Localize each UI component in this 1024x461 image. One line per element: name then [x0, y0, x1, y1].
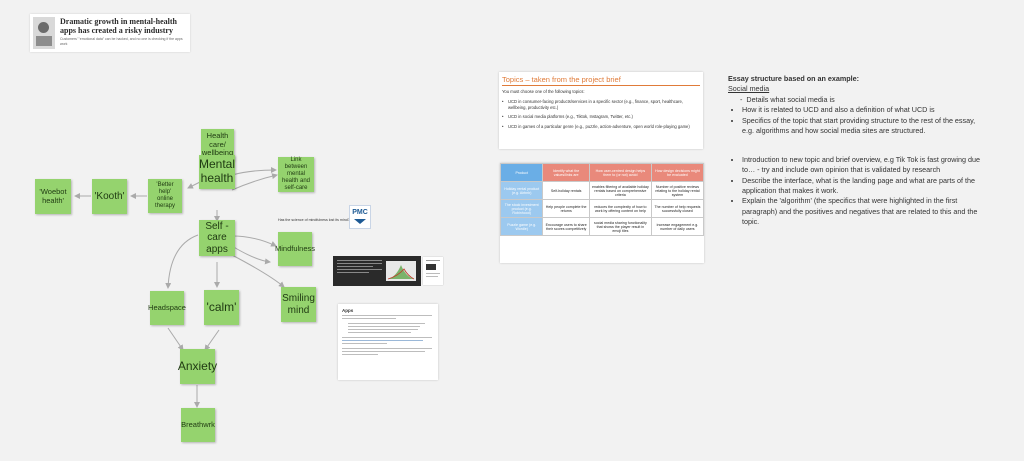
research-thumbnail[interactable] — [333, 256, 421, 286]
sticky-self-care[interactable]: Self - care apps — [199, 220, 235, 256]
table-header-1: Product — [499, 163, 544, 182]
table-cell: increase engagement e.g. number of daily… — [650, 217, 705, 236]
table-header-2: Identify what the values/links are — [542, 163, 590, 182]
research-side-card[interactable] — [423, 257, 443, 285]
brief-title-rule — [502, 85, 700, 86]
brief-topic-1: UCD in consumer-facing products/services… — [508, 99, 684, 110]
essay-bullets-2: Introduction to new topic and brief over… — [728, 155, 988, 228]
essay-structure[interactable]: Essay structure based on an example: Soc… — [728, 74, 988, 228]
essay-bullet: Explain the 'algorithm' (the specifics t… — [742, 196, 988, 227]
table-cell: Self-holiday rentals — [542, 181, 590, 200]
table-cell: The number of help requests successfully… — [650, 199, 705, 218]
pmc-logo-text: PMC — [352, 209, 368, 216]
table-cell: Puzzle game (e.g. Wordle) — [499, 217, 544, 236]
table-cell: Holiday rental product (e.g. Airbnb) — [499, 181, 544, 200]
sticky-kooth[interactable]: 'Kooth' — [92, 179, 127, 214]
sticky-smiling-mind[interactable]: Smiling mind — [281, 287, 316, 322]
pmc-question: Has the science of mindfulness lost its … — [278, 218, 350, 222]
sticky-woebot[interactable]: 'Woebot health' — [35, 179, 71, 214]
sticky-mindfulness[interactable]: Mindfulness — [275, 232, 315, 266]
table-cell: Encourage users to share their scores co… — [542, 217, 590, 236]
table-cell: Help people complete the returns — [542, 199, 590, 218]
table-cell: enables filtering of available holiday r… — [588, 181, 652, 200]
essay-bullet: Specifics of the topic that start provid… — [742, 116, 988, 137]
apps-title: Apps — [342, 308, 354, 313]
brief-table: Product Identify what the values/links a… — [499, 163, 705, 236]
essay-subtitle: Social media — [728, 84, 770, 94]
essay-bullet: Introduction to new topic and brief over… — [742, 155, 988, 176]
brief-title: Topics – taken from the project brief — [502, 75, 621, 84]
article-title: Dramatic growth in mental-health apps ha… — [60, 17, 177, 36]
essay-bullets-1: - Details what social media is — [728, 95, 988, 105]
sticky-link[interactable]: Link between mental health and self-care — [278, 157, 314, 192]
essay-bullets-1b: How it is related to UCD and also a defi… — [728, 105, 988, 136]
essay-bullet: How it is related to UCD and also a defi… — [742, 105, 988, 115]
brief-topic-list: •UCD in consumer-facing products/service… — [502, 99, 698, 130]
brief-intro: You must choose one of the following top… — [502, 89, 585, 94]
pmc-logo: PMC — [349, 205, 371, 229]
table-cell: social media sharing functionality that … — [588, 217, 652, 236]
table-cell: The stock investment product (e.g. Robin… — [499, 199, 544, 218]
apps-text-lines — [342, 315, 432, 355]
essay-title: Essay structure based on an example: — [728, 74, 860, 83]
sticky-mental-health[interactable]: Mental health — [199, 155, 235, 189]
article-thumbnail — [33, 17, 55, 49]
brief-card[interactable]: Topics – taken from the project brief Yo… — [499, 72, 703, 149]
table-cell: reduces the complexity of how to work by… — [588, 199, 652, 218]
essay-bullet: - Details what social media is — [740, 94, 835, 104]
sticky-headspace[interactable]: Headspace — [148, 291, 186, 325]
sticky-anxiety[interactable]: Anxiety — [178, 349, 217, 384]
table-header-4: How design decisions might be evaluated — [650, 163, 705, 182]
article-subtitle: Customers' "emotional data" can be hacke… — [60, 37, 183, 46]
brief-topic-2: UCD in social media platforms (e.g., Tik… — [508, 114, 633, 120]
table-header-3: How user-centred design helps them to (o… — [588, 163, 652, 182]
apps-document-card[interactable]: Apps — [338, 304, 438, 380]
sticky-breathwrk[interactable]: Breathwrk — [181, 408, 215, 442]
article-card[interactable]: Dramatic growth in mental-health apps ha… — [30, 14, 190, 52]
research-graph-icon — [386, 261, 416, 281]
sticky-calm[interactable]: 'calm' — [204, 290, 239, 325]
pmc-card[interactable]: Has the science of mindfulness lost its … — [276, 205, 376, 229]
brief-topic-3: UCD in games of a particular genre (e.g.… — [508, 124, 690, 130]
brief-table-card[interactable]: Product Identify what the values/links a… — [499, 163, 705, 263]
sticky-better-help[interactable]: 'Better help' online therapy — [148, 179, 182, 213]
table-cell: Number of positive reviews relating to t… — [650, 181, 705, 200]
research-text-lines — [337, 260, 382, 273]
essay-bullet: Describe the interface, what is the land… — [742, 176, 988, 197]
